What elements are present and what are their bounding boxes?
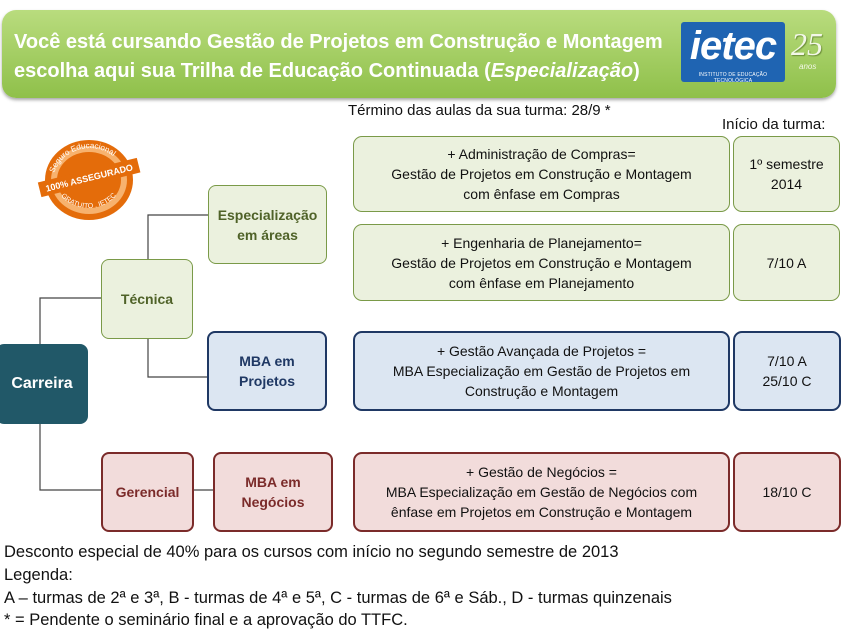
- node-tecnica: Técnica: [101, 259, 193, 339]
- node-mba-negocios-line2: Negócios: [241, 494, 305, 510]
- course-line: MBA Especialização em Gestão de Negócios…: [385, 484, 698, 500]
- course-gestao-avancada-projetos: + Gestão Avançada de Projetos = MBA Espe…: [353, 331, 730, 411]
- node-mba-negocios-line1: MBA em: [245, 474, 301, 490]
- logo-subtitle: INSTITUTO DE EDUCAÇÃO TECNOLÓGICA: [698, 72, 768, 84]
- course-engenharia-planejamento: + Engenharia de Planejamento= Gestão de …: [353, 224, 730, 301]
- course-line: + Gestão Avançada de Projetos =: [436, 343, 647, 359]
- anniversary-number: 25: [791, 26, 823, 62]
- node-mba-projetos-line2: Projetos: [238, 373, 295, 389]
- start-date-line: 7/10 A: [767, 353, 807, 369]
- footnote-text: * = Pendente o seminário final e a aprov…: [4, 611, 408, 629]
- legend-title: Legenda:: [4, 566, 73, 584]
- seguro-educacional-seal: Seguro Educacional 100% ASSEGURADO GRATU…: [37, 140, 141, 220]
- start-date-planejamento: 7/10 A: [733, 224, 840, 301]
- course-line: com ênfase em Compras: [463, 186, 620, 202]
- node-mba-projetos-line1: MBA em: [239, 353, 295, 369]
- node-mba-negocios: MBA em Negócios: [213, 452, 333, 532]
- header-title-line2: escolha aqui sua Trilha de Educação Cont…: [14, 60, 640, 83]
- start-date-line: 2014: [770, 176, 803, 192]
- start-date-line: 25/10 C: [762, 373, 812, 389]
- start-date-line: 18/10 C: [762, 484, 812, 500]
- header-line2-suffix: ): [633, 60, 640, 82]
- legend-text: A – turmas de 2ª e 3ª, B - turmas de 4ª …: [4, 589, 672, 607]
- anniversary-logo: 25 anos: [789, 26, 829, 76]
- course-line: Gestão de Projetos em Construção e Monta…: [391, 166, 692, 182]
- ietec-logo: ietec INSTITUTO DE EDUCAÇÃO TECNOLÓGICA: [681, 22, 785, 84]
- header-title-line1: Você está cursando Gestão de Projetos em…: [14, 31, 663, 53]
- course-gestao-negocios: + Gestão de Negócios = MBA Especializaçã…: [353, 452, 730, 532]
- course-line: Gestão de Projetos em Construção e Monta…: [391, 254, 692, 271]
- start-date-line: 1º semestre: [749, 156, 824, 172]
- termino-label: Término das aulas da sua turma: 28/9 *: [348, 102, 611, 119]
- start-date-negocios: 18/10 C: [733, 452, 841, 532]
- course-line: + Administração de Compras=: [447, 146, 636, 162]
- discount-text: Desconto especial de 40% para os cursos …: [4, 543, 619, 561]
- node-especializacao-line2: em áreas: [237, 226, 298, 243]
- start-date-line: 7/10 A: [766, 254, 807, 271]
- anniversary-label: anos: [799, 62, 817, 71]
- node-carreira: Carreira: [0, 344, 88, 424]
- course-administracao-compras: + Administração de Compras= Gestão de Pr…: [353, 136, 730, 212]
- course-line: + Gestão de Negócios =: [466, 464, 617, 480]
- node-especializacao: Especialização em áreas: [208, 185, 327, 264]
- node-gerencial: Gerencial: [101, 452, 194, 532]
- course-line: Construção e Montagem: [464, 383, 619, 399]
- start-date-compras: 1º semestre 2014: [733, 136, 840, 212]
- course-line: + Engenharia de Planejamento=: [441, 234, 642, 251]
- header-line2-prefix: escolha aqui sua Trilha de Educação Cont…: [14, 60, 491, 82]
- header-line2-italic: Especialização: [490, 60, 634, 82]
- inicio-header: Início da turma:: [722, 116, 826, 133]
- start-date-projetos: 7/10 A 25/10 C: [733, 331, 841, 411]
- course-line: MBA Especialização em Gestão de Projetos…: [392, 363, 691, 379]
- node-mba-projetos: MBA em Projetos: [207, 331, 327, 411]
- course-line: ênfase em Projetos em Construção e Monta…: [390, 504, 693, 520]
- node-especializacao-line1: Especialização: [217, 206, 318, 223]
- logo-word: ietec: [689, 24, 777, 68]
- course-line: com ênfase em Planejamento: [448, 274, 635, 291]
